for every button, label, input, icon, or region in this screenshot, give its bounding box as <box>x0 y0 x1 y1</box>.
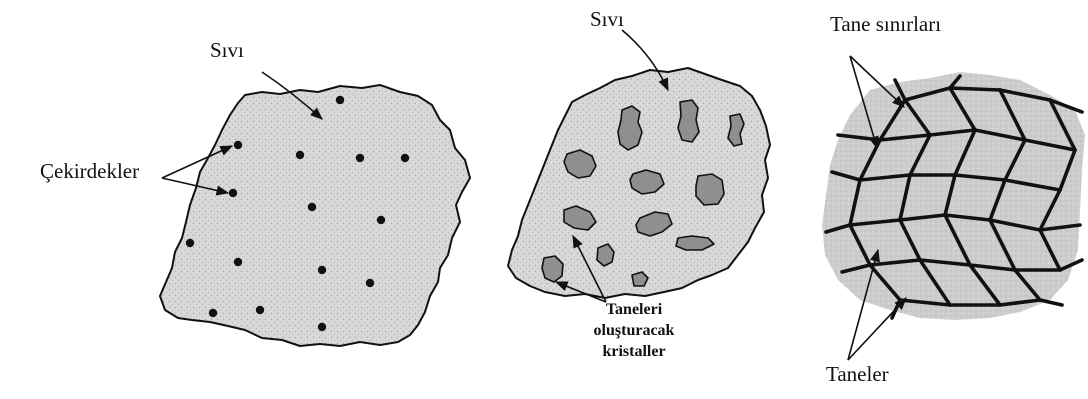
nucleus-dot <box>296 151 304 159</box>
grain-region <box>822 72 1085 320</box>
liquid-region-1 <box>160 85 470 346</box>
crystal <box>542 256 563 282</box>
grain-boundaries-label: Tane sınırları <box>830 13 941 35</box>
nucleus-dot <box>308 203 316 211</box>
nucleus-dot <box>234 258 242 266</box>
grain-boundary <box>950 88 1000 90</box>
crystals-label: Taneleri oluşturacak kristaller <box>578 299 690 362</box>
nucleus-dot <box>318 323 326 331</box>
crystal <box>597 244 614 266</box>
nucleus-dot <box>186 239 194 247</box>
crystal <box>678 100 699 142</box>
nucleus-dot <box>401 154 409 162</box>
grains-label: Taneler <box>826 363 889 385</box>
nucleus-dot <box>336 96 344 104</box>
nuclei-label: Çekirdekler <box>40 160 139 182</box>
panel-grains <box>822 56 1085 360</box>
crystal <box>696 174 724 205</box>
nucleus-dot <box>209 309 217 317</box>
nucleus-dot <box>256 306 264 314</box>
crystals-label-line-2: oluşturacak <box>578 320 690 341</box>
liquid-label-2: Sıvı <box>590 8 624 30</box>
nucleus-dot <box>356 154 364 162</box>
panel-crystals-in-liquid <box>508 30 770 302</box>
nucleus-dot <box>318 266 326 274</box>
crystals-label-line-1: Taneleri <box>578 299 690 320</box>
nucleus-dot <box>229 189 237 197</box>
panel-liquid-with-nuclei <box>160 72 470 346</box>
crystals-label-line-3: kristaller <box>578 341 690 362</box>
crystal <box>618 106 642 150</box>
nucleus-dot <box>366 279 374 287</box>
liquid-label-1: Sıvı <box>210 39 244 61</box>
grain-boundary <box>1040 300 1062 305</box>
crystal <box>728 114 744 146</box>
nucleus-dot <box>234 141 242 149</box>
nucleus-dot <box>377 216 385 224</box>
